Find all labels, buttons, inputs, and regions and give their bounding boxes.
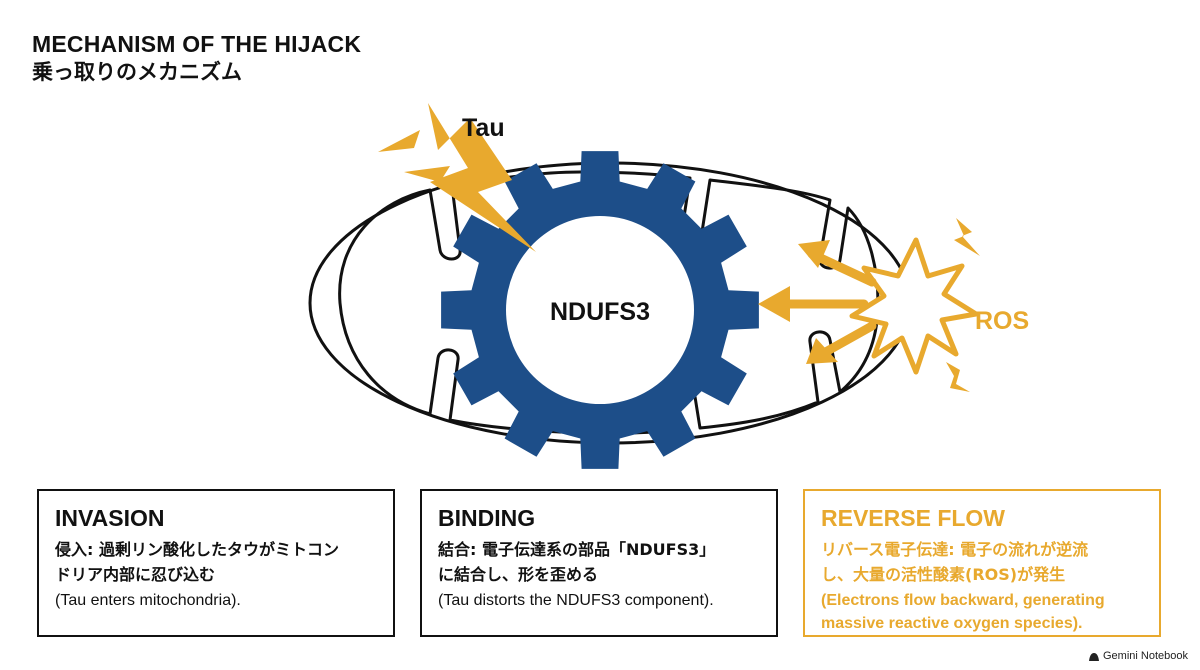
- invasion-title: INVASION: [55, 505, 165, 531]
- hijack-diagram: NDUFS3 Tau ROS: [308, 103, 1029, 469]
- ndufs3-gear: [441, 151, 759, 469]
- binding-en-line-1: (Tau distorts the NDUFS3 component).: [438, 592, 714, 609]
- gemini-logo-icon: [1089, 652, 1099, 661]
- gear-label: NDUFS3: [550, 298, 650, 326]
- reverse-flow-jp-line-1: リバース電子伝達: 電子の流れが逆流: [821, 540, 1089, 559]
- binding-jp-line-1: 結合: 電子伝達系の部品「NDUFS3」: [438, 540, 716, 559]
- ros-arrowhead-2: [758, 286, 790, 322]
- tau-lightning-icon: [428, 103, 536, 252]
- reverse-flow-jp-line-2: し、大量の活性酸素(ROS)が発生: [821, 565, 1066, 584]
- binding-title: BINDING: [438, 505, 536, 531]
- ros-spark-icon: [954, 218, 980, 256]
- ros-arrow-3: [817, 321, 877, 359]
- tau-lightning-shard-2: [404, 166, 450, 182]
- page-title: MECHANISM OF THE HIJACK: [32, 31, 362, 57]
- footer-brand: Gemini Notebook: [1089, 650, 1188, 662]
- binding-jp-line-2: に結合し、形を歪める: [438, 565, 599, 584]
- tau-lightning-shard: [378, 130, 420, 152]
- invasion-jp-line-2: ドリア内部に忍び込む: [55, 565, 216, 584]
- page-subtitle: 乗っ取りのメカニズム: [32, 60, 242, 84]
- ros-spark-icon-2: [946, 362, 970, 392]
- tau-label: Tau: [462, 114, 505, 142]
- invasion-en-line-1: (Tau enters mitochondria).: [55, 592, 241, 609]
- binding-card: BINDING 結合: 電子伝達系の部品「NDUFS3」 に結合し、形を歪める …: [420, 489, 778, 637]
- reverse-flow-en-line-2: massive reactive oxygen species).: [821, 615, 1083, 632]
- invasion-jp-line-1: 侵入: 過剰リン酸化したタウがミトコン: [55, 540, 339, 559]
- ros-arrowhead-3: [806, 338, 838, 364]
- reverse-flow-en-line-1: (Electrons flow backward, generating: [821, 592, 1105, 609]
- ros-arrowhead-1: [798, 240, 830, 268]
- ros-label: ROS: [975, 307, 1029, 335]
- reverse-flow-title: REVERSE FLOW: [821, 505, 1006, 531]
- reverse-flow-card: REVERSE FLOW リバース電子伝達: 電子の流れが逆流 し、大量の活性酸…: [803, 489, 1161, 637]
- ros-burst-icon: [849, 237, 979, 375]
- footer-brand-label: Gemini Notebook: [1103, 650, 1188, 662]
- title-block: MECHANISM OF THE HIJACK 乗っ取りのメカニズム: [32, 30, 361, 86]
- invasion-card: INVASION 侵入: 過剰リン酸化したタウがミトコン ドリア内部に忍び込む …: [37, 489, 395, 637]
